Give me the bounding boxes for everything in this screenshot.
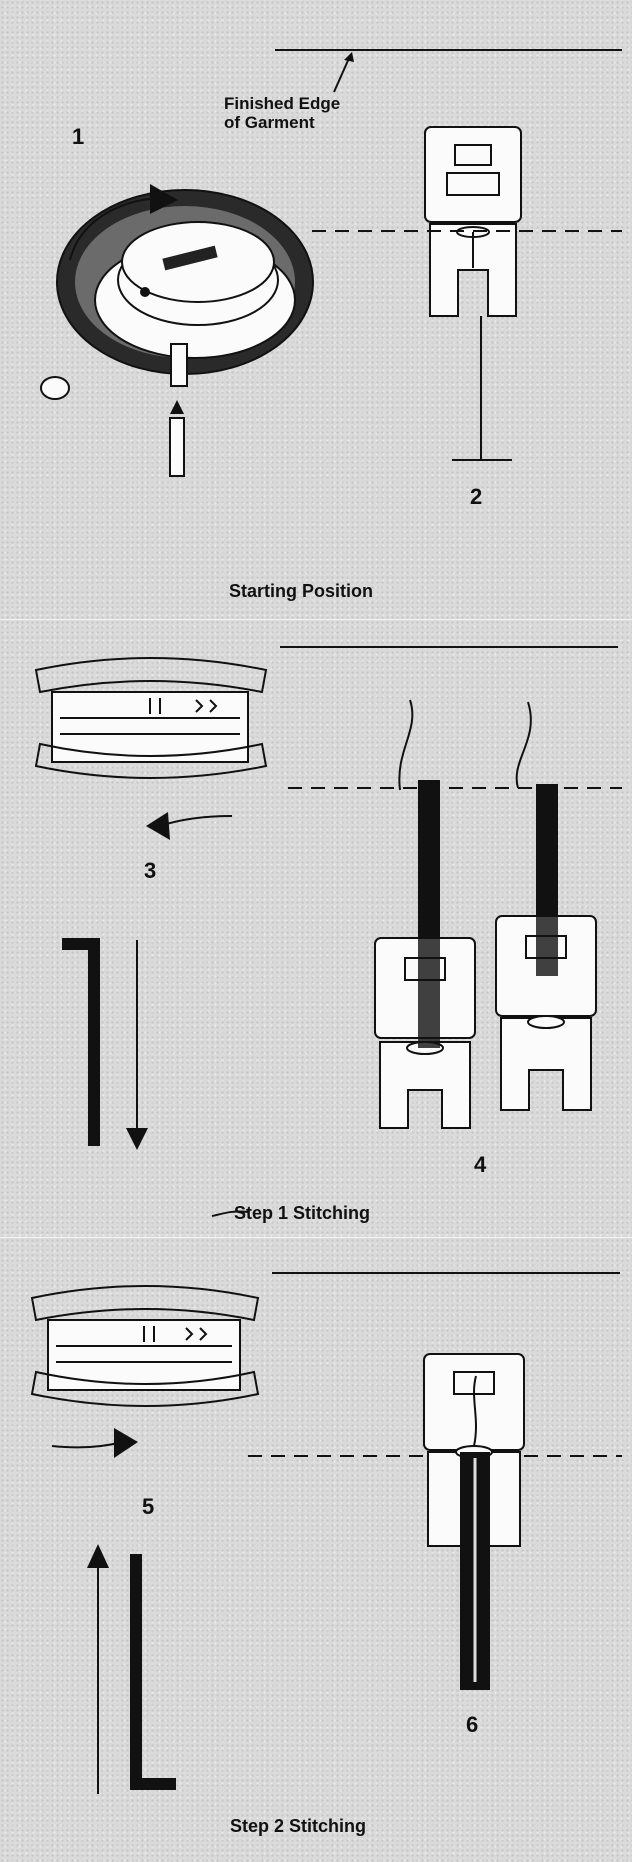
panel-starting-position: 1 Finished Edge of Garment (0, 0, 632, 620)
panel-step-1-stitching: 3 4 Step 1 Stitching (0, 620, 632, 1238)
stitch-dial-icon (30, 1285, 260, 1458)
direction-arrow-icon (87, 1544, 176, 1794)
step-2-illustration (30, 1272, 622, 1794)
stitching-column-left (418, 780, 440, 970)
figure-number-6: 6 (466, 1712, 479, 1737)
edge-pointer-arrowhead (344, 52, 354, 62)
direction-arrow-icon (62, 938, 148, 1150)
finished-edge-label-line2: of Garment (224, 113, 315, 132)
finished-edge-label-line1: Finished Edge (224, 94, 341, 113)
thread-left (398, 699, 414, 791)
edge-pointer-line (333, 55, 351, 93)
caption-pointer (211, 1210, 249, 1217)
presser-foot-icon (423, 1353, 525, 1690)
panel-step-2-stitching: 5 6 Step 2 Stitching (0, 1238, 632, 1862)
caption-starting-position: Starting Position (229, 581, 373, 601)
thread-right (515, 701, 532, 789)
caption-step-1-stitching: Step 1 Stitching (234, 1203, 371, 1223)
finished-edge-label: Finished Edge of Garment (224, 94, 340, 132)
figure-number-4: 4 (474, 1152, 487, 1177)
step-1-illustration (34, 646, 622, 1217)
figure-number-2: 2 (470, 484, 483, 509)
stitching-column-right (536, 784, 558, 932)
figure-number-3: 3 (144, 858, 157, 883)
presser-foot-icon (495, 915, 597, 1111)
stitch-dial-icon (34, 657, 268, 840)
presser-foot-icon (424, 126, 522, 317)
presser-foot-icon (374, 937, 476, 1129)
starting-position-illustration (40, 49, 622, 477)
bobbin-case-icon (40, 184, 314, 400)
figure-number-5: 5 (142, 1494, 155, 1519)
up-arrow-icon (169, 400, 185, 477)
figure-number-1: 1 (72, 124, 85, 149)
caption-step-2-stitching: Step 2 Stitching (230, 1816, 367, 1836)
